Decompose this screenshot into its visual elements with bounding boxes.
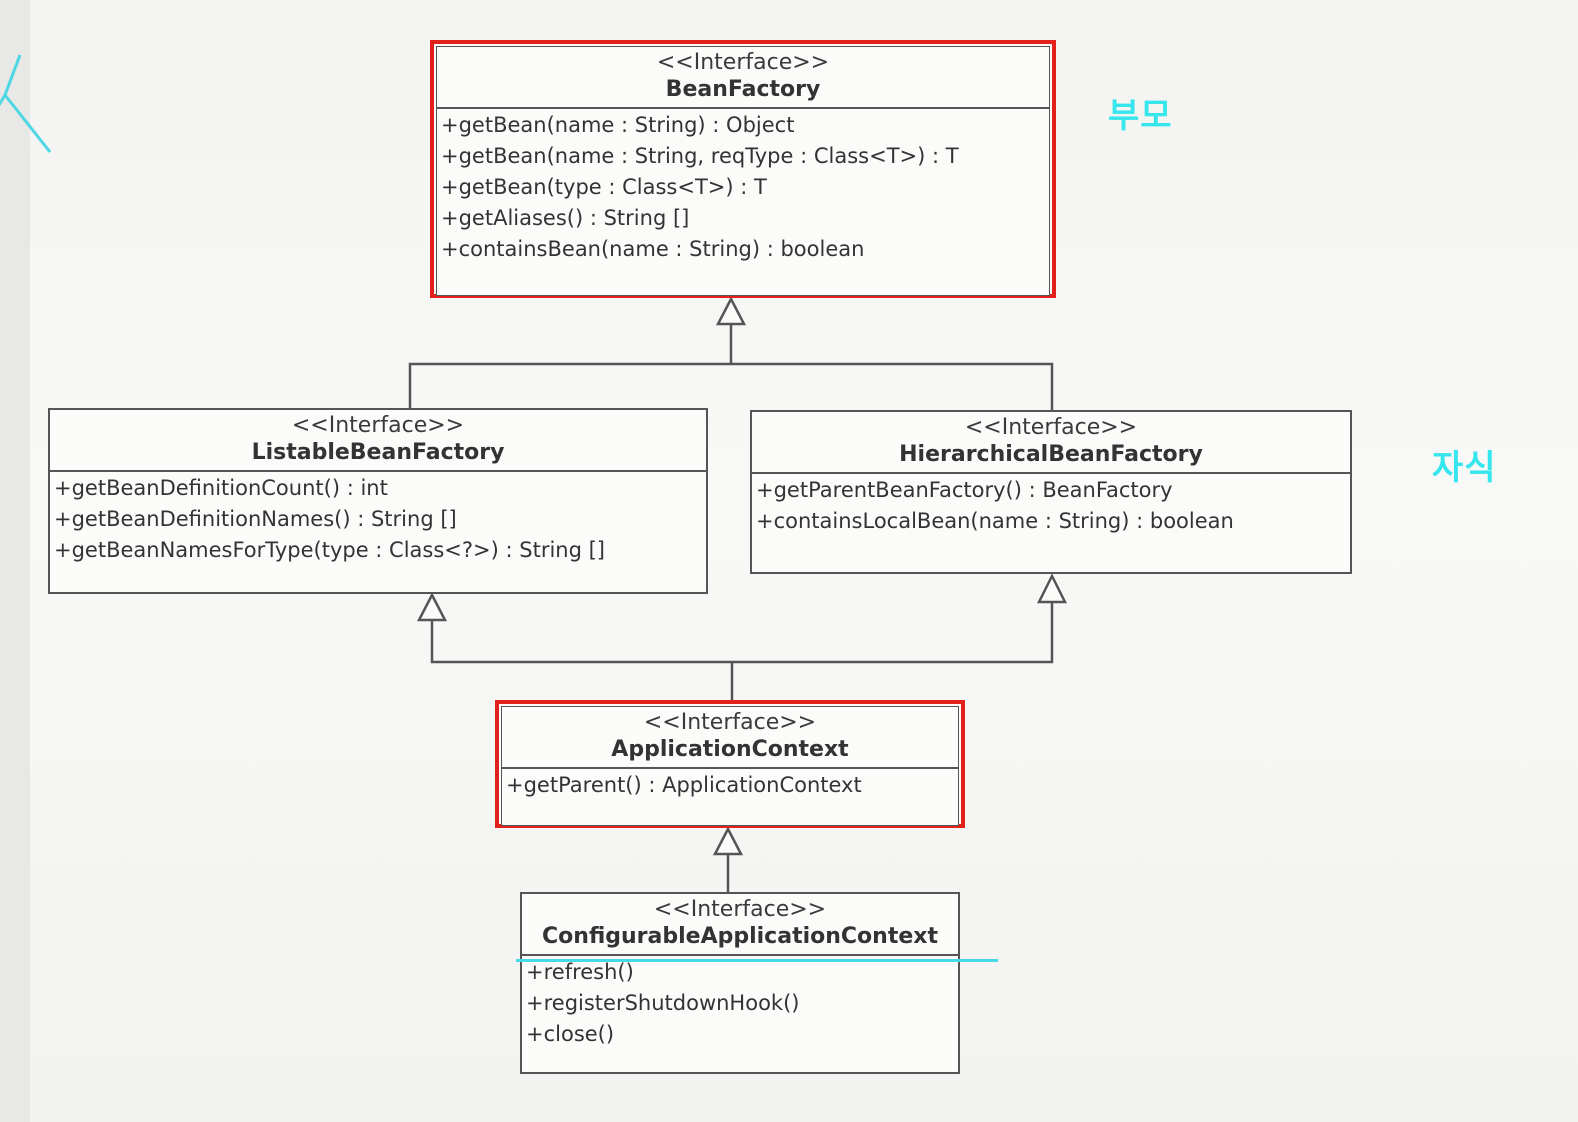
method: +getParent() : ApplicationContext: [506, 773, 862, 797]
class-header: <<Interface>> BeanFactory: [437, 47, 1049, 109]
method: +getBean(type : Class<T>) : T: [441, 175, 767, 199]
cyan-underline-mark: [516, 959, 998, 962]
method: +getParentBeanFactory() : BeanFactory: [756, 478, 1173, 502]
method: +getBeanDefinitionNames() : String []: [54, 507, 457, 531]
beanfactory-class: <<Interface>> BeanFactory +getBean(name …: [430, 40, 1056, 298]
method-list: +getBeanDefinitionCount() : int +getBean…: [50, 472, 706, 570]
child-annotation: 자식: [1432, 448, 1497, 488]
class-header: <<Interface>> ApplicationContext: [502, 707, 958, 769]
class-header: <<Interface>> ConfigurableApplicationCon…: [522, 894, 958, 956]
listablebeanfactory-class: <<Interface>> ListableBeanFactory +getBe…: [48, 408, 708, 594]
stereotype-label: <<Interface>>: [643, 710, 817, 735]
method: +getAliases() : String []: [441, 206, 690, 230]
method: +close(): [526, 1022, 615, 1046]
method: +getBeanNamesForType(type : Class<?>) : …: [54, 538, 605, 562]
method: +containsLocalBean(name : String) : bool…: [756, 509, 1234, 533]
page-edge-shadow: [0, 0, 30, 1122]
stereotype-label: <<Interface>>: [656, 50, 830, 75]
method: +getBean(name : String, reqType : Class<…: [441, 144, 959, 168]
configurableapplicationcontext-class: <<Interface>> ConfigurableApplicationCon…: [520, 892, 960, 1074]
stereotype-label: <<Interface>>: [964, 415, 1138, 440]
stereotype-label: <<Interface>>: [653, 897, 827, 922]
class-name: BeanFactory: [665, 77, 821, 102]
class-name: HierarchicalBeanFactory: [899, 442, 1203, 467]
method: +getBean(name : String) : Object: [441, 113, 795, 137]
generalization-to-beanfactory: [408, 296, 1054, 412]
star-scribble-icon: [0, 54, 52, 153]
method: +containsBean(name : String) : boolean: [441, 237, 865, 261]
parent-annotation: 부모: [1108, 96, 1173, 136]
class-header: <<Interface>> HierarchicalBeanFactory: [752, 412, 1350, 474]
method-list: +getParentBeanFactory() : BeanFactory +c…: [752, 474, 1350, 541]
class-name: ListableBeanFactory: [251, 440, 505, 465]
method-list: +getBean(name : String) : Object +getBea…: [437, 109, 1049, 269]
generalization-to-applicationcontext: [712, 826, 744, 892]
class-name: ConfigurableApplicationContext: [542, 924, 938, 949]
method: +refresh(): [526, 960, 634, 984]
class-header: <<Interface>> ListableBeanFactory: [50, 410, 706, 472]
class-name: ApplicationContext: [611, 737, 849, 762]
method-list: +getParent() : ApplicationContext: [502, 769, 958, 805]
generalization-to-parents: [416, 573, 1068, 705]
applicationcontext-class: <<Interface>> ApplicationContext +getPar…: [495, 700, 965, 828]
method: +getBeanDefinitionCount() : int: [54, 476, 388, 500]
method-list: +refresh() +registerShutdownHook() +clos…: [522, 956, 958, 1054]
hierarchicalbeanfactory-class: <<Interface>> HierarchicalBeanFactory +g…: [750, 410, 1352, 574]
method: +registerShutdownHook(): [526, 991, 800, 1015]
stereotype-label: <<Interface>>: [291, 413, 465, 438]
